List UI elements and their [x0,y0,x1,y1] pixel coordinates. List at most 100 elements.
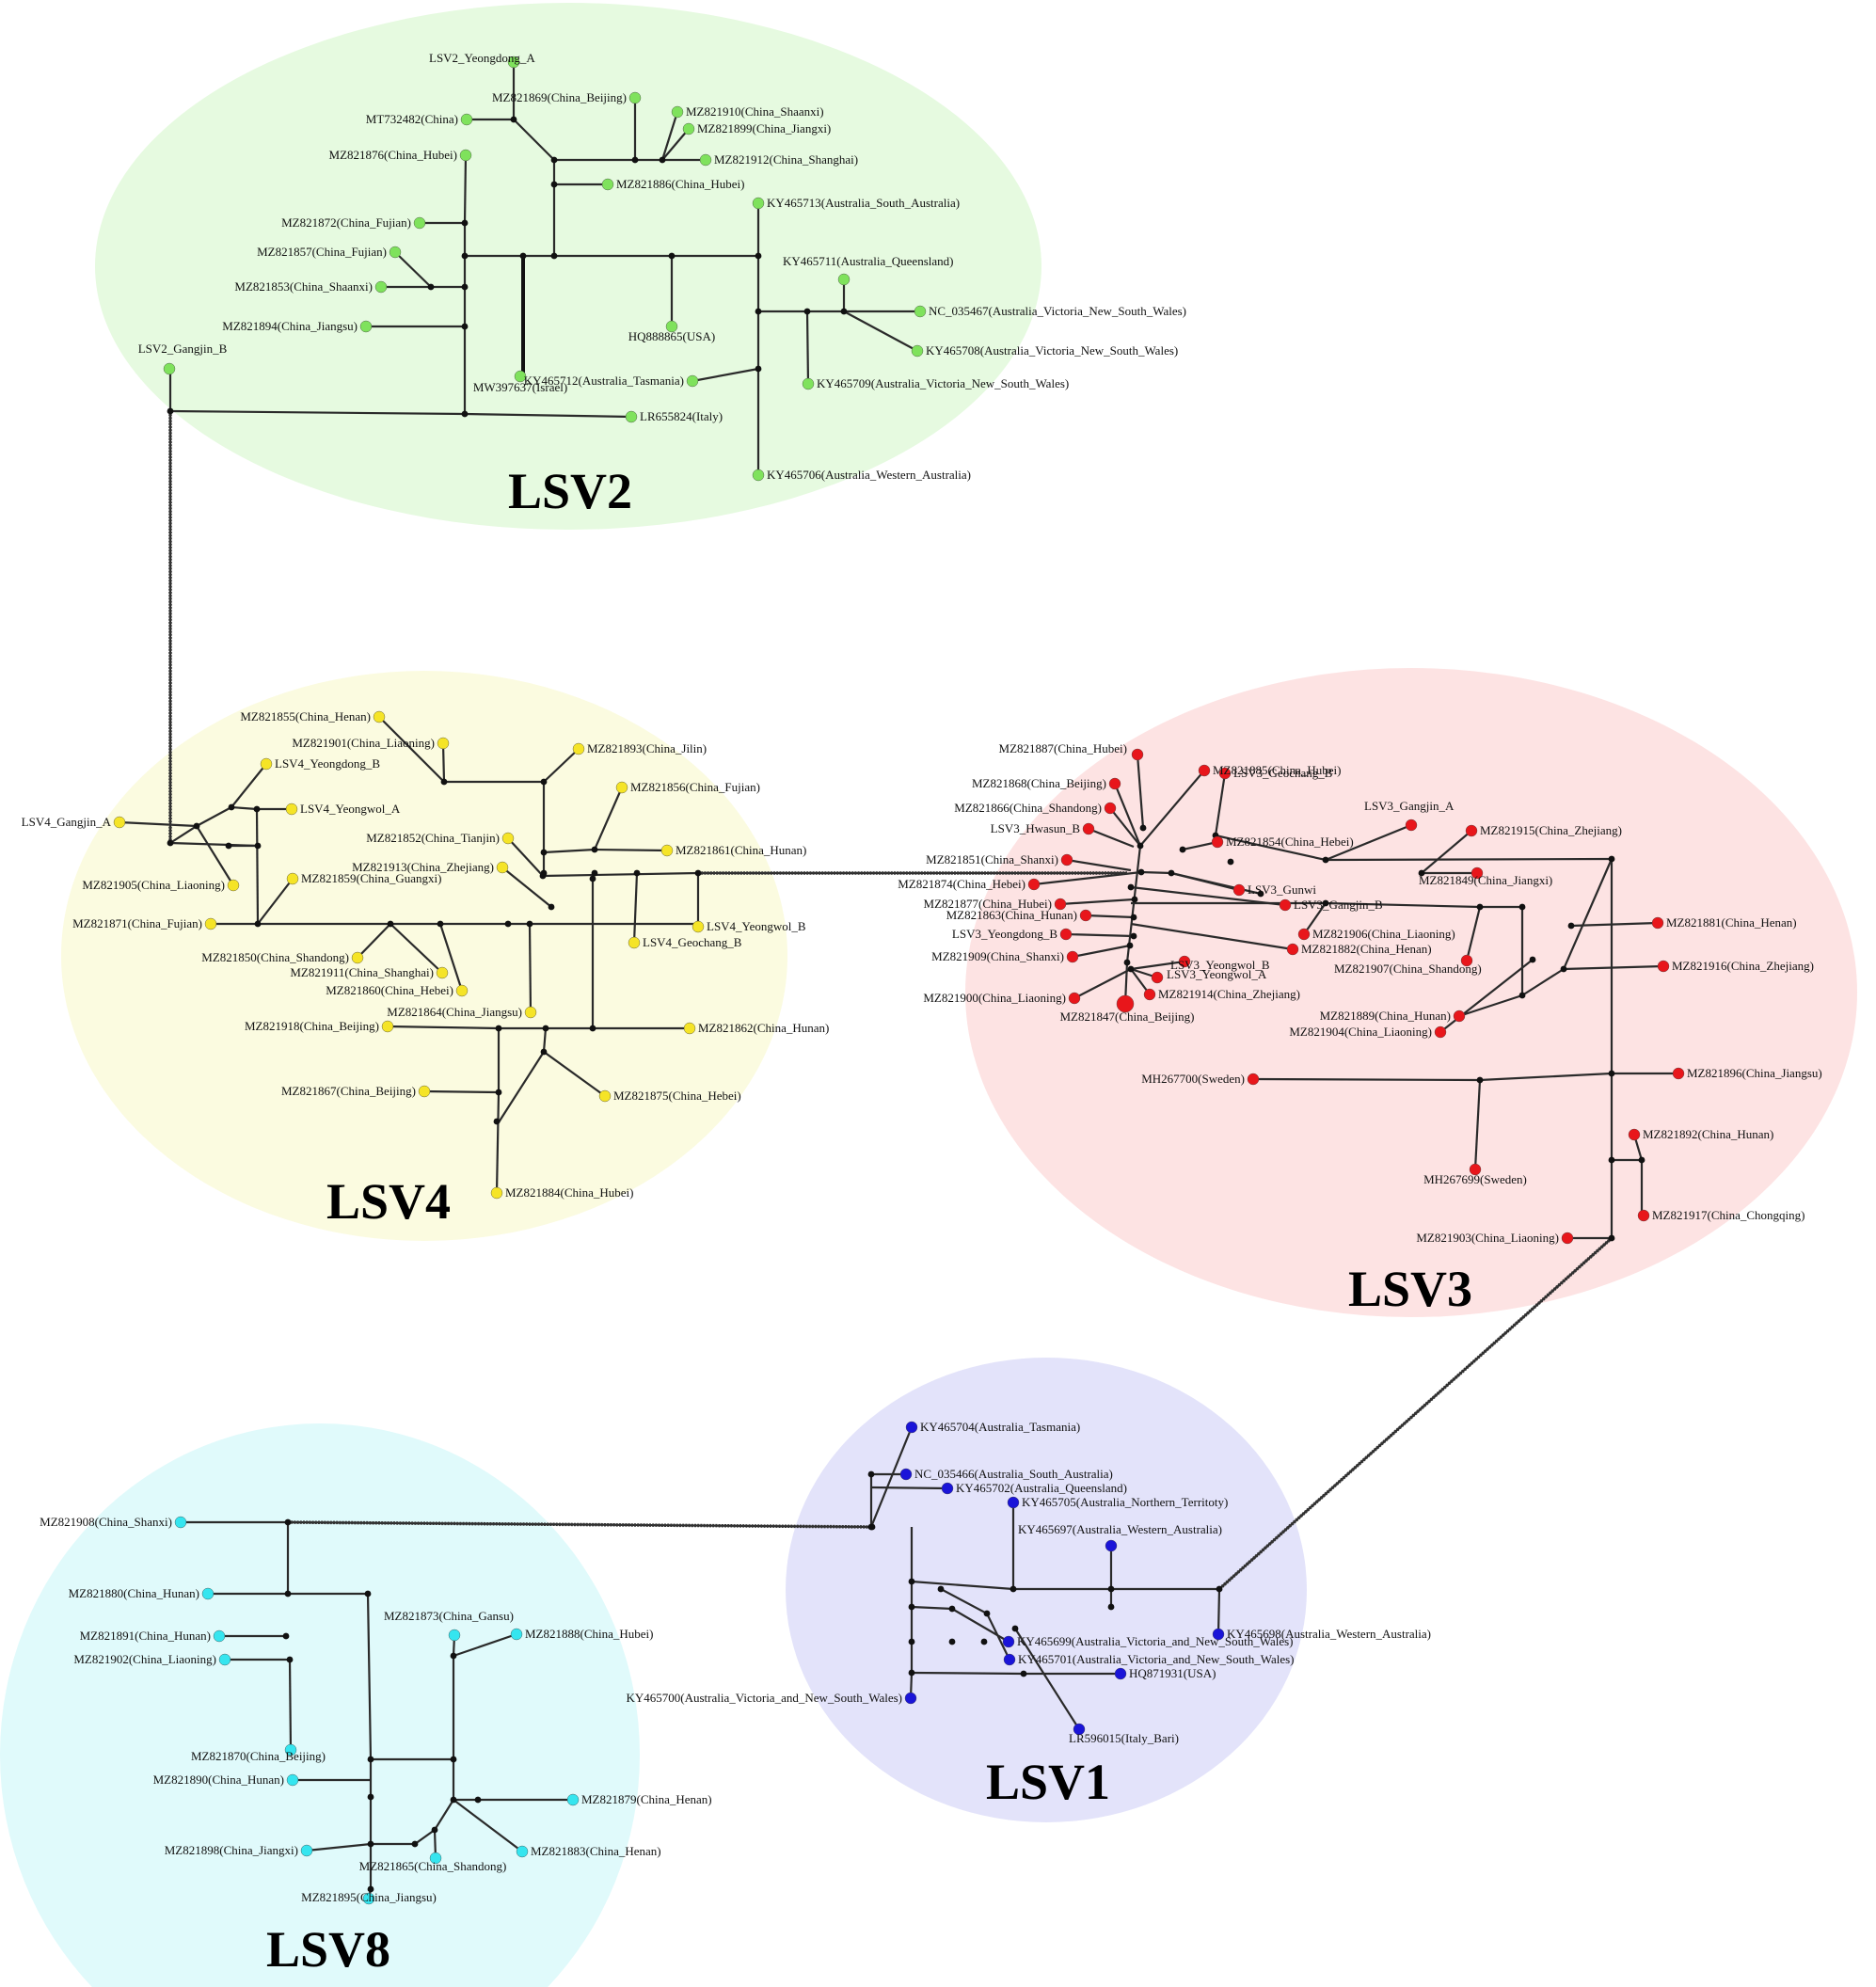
median-vector-node [908,1638,915,1645]
haplotype-node-lsv8 [213,1629,226,1643]
haplotype-label: MZ821856(China_Fujian) [630,780,760,794]
haplotype-label: MZ821874(China_Hebei) [898,877,1025,891]
haplotype-node-lsv3 [1218,767,1232,780]
haplotype-label: KY465712(Australia_Tasmania) [524,374,684,388]
network-edge [1325,857,1613,862]
haplotype-node-lsv3 [1471,866,1484,880]
network-edge [869,1426,914,1528]
network-edge [390,923,443,974]
haplotype-label-layer: LSV2_Yeongdong_AMZ821869(China_Beijing)M… [22,51,1822,1904]
haplotype-node-lsv3 [1232,883,1246,897]
median-vector-node [1567,922,1575,930]
haplotype-label: MZ821877(China_Hubei) [924,897,1052,911]
haplotype-label: MZ821875(China_Hebei) [613,1089,741,1103]
haplotype-node-lsv3 [1116,994,1135,1013]
network-edge [1214,772,1227,836]
median-vector-node [1179,846,1186,853]
haplotype-node-lsv2 [359,320,373,333]
median-vector-node [548,903,555,911]
network-edge [1130,885,1286,907]
haplotype-label: MZ821909(China_Shanxi) [931,949,1064,963]
haplotype-label: NC_035466(Australia_South_Australia) [914,1467,1113,1481]
haplotype-node-lsv1 [1212,1628,1225,1641]
median-vector-node [1123,959,1131,966]
haplotype-node-lsv3 [1068,992,1081,1005]
haplotype-node-lsv1 [1114,1667,1127,1680]
median-vector-node [550,181,558,188]
median-vector-node [755,365,762,373]
network-edge [1570,921,1659,928]
median-vector-node [387,920,394,928]
network-edge [1130,922,1294,951]
network-edge [911,1671,1121,1676]
network-edge [306,1842,372,1852]
median-vector-node [1216,1585,1223,1593]
haplotype-label: MZ821891(China_Hunan) [80,1629,211,1643]
haplotype-label: MZ821860(China_Hebei) [326,983,453,997]
haplotype-node-lsv3 [1082,822,1095,835]
haplotype-label: KY465698(Australia_Western_Australia) [1227,1627,1431,1641]
median-vector-node [1139,824,1147,832]
median-vector-node [474,1796,482,1804]
haplotype-label: KY465705(Australia_Northern_Territoty) [1022,1495,1228,1509]
group-region-lsv2 [95,3,1041,530]
median-vector-node [1127,965,1135,973]
median-vector-node [1608,1234,1615,1242]
median-vector-node [1638,1156,1645,1164]
haplotype-node-lsv2 [752,197,765,210]
median-vector-node [461,252,469,260]
haplotype-node-lsv2 [625,410,638,423]
median-vector-node [495,1025,502,1032]
network-edge [1139,770,1205,847]
median-vector-node [908,1603,915,1611]
median-vector-node [589,1025,596,1032]
haplotype-node-lsv8 [510,1628,523,1641]
haplotype-label: LSV3_Yeongwol_B [1170,958,1270,972]
haplotype-node-lsv3 [1628,1128,1641,1141]
haplotype-label: LSV3_Hwasun_B [991,821,1081,835]
network-edge [692,367,759,383]
haplotype-label: MZ821888(China_Hubei) [525,1627,653,1641]
haplotype-label: MZ821913(China_Zhejiang) [352,860,494,874]
network-edge [1473,1079,1482,1170]
median-vector-node [437,920,444,928]
haplotype-label: MZ821879(China_Henan) [581,1792,712,1806]
inter-group-link [1217,1236,1614,1591]
median-vector-node [591,869,598,877]
haplotype-node-lsv2 [413,216,426,230]
network-edge [257,878,294,925]
haplotype-node-lsv3 [1672,1067,1685,1080]
haplotype-label: MZ821902(China_Liaoning) [73,1652,216,1666]
haplotype-label: MZ821903(China_Liaoning) [1416,1231,1559,1245]
median-vector-node [867,1470,875,1478]
median-vector-node [659,156,666,164]
haplotype-node-lsv3 [1143,988,1156,1001]
group-region-lsv3 [965,668,1857,1317]
haplotype-label: MZ821905(China_Liaoning) [82,878,225,892]
haplotype-node-lsv1 [899,1468,913,1481]
haplotype-label: LSV2_Gangjin_B [138,342,228,356]
median-vector-node [493,1118,501,1125]
haplotype-label: MZ821895(China_Jiangsu) [301,1890,437,1904]
haplotype-label: LSV4_Geochang_B [643,935,742,949]
network-edge [169,841,259,848]
haplotype-node-lsv4 [351,951,364,964]
haplotype-node-lsv4 [572,742,585,755]
haplotype-label: MZ821855(China_Henan) [240,709,371,723]
haplotype-label: MZ821847(China_Beijing) [1060,1009,1195,1024]
haplotype-label: KY465701(Australia_Victoria_and_New_Sout… [1018,1652,1295,1666]
network-edge [1065,932,1135,938]
network-edge [542,1027,548,1053]
haplotype-node-lsv3 [1104,802,1117,815]
haplotype-node-lsv2 [686,374,699,388]
haplotype-label: LSV4_Gangjin_A [22,815,112,829]
haplotype-label: KY465713(Australia_South_Australia) [767,196,960,210]
network-edge [1170,871,1262,896]
network-edge [1325,901,1481,909]
median-vector-node [1529,956,1536,963]
haplotype-label: LR596015(Italy_Bari) [1069,1731,1179,1745]
haplotype-label: MZ821867(China_Beijing) [281,1084,416,1098]
median-vector-node [540,1048,548,1056]
